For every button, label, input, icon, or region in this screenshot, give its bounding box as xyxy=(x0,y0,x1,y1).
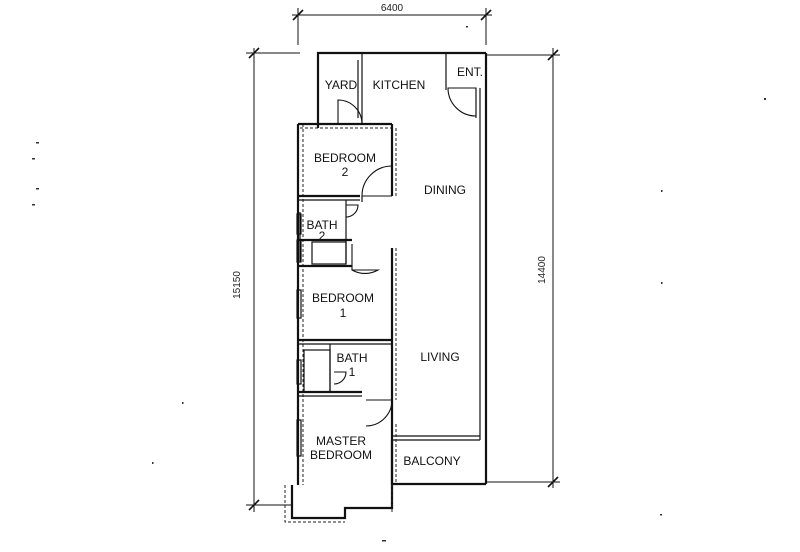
room-label-entrance: ENT. xyxy=(457,65,483,79)
room-label-yard: YARD xyxy=(325,78,358,92)
outer-walls xyxy=(284,51,488,523)
room-label-bedroom-2-line-2: 2 xyxy=(342,165,349,179)
room-label-balcony: BALCONY xyxy=(403,454,460,468)
room-label-bedroom-1-line-1: BEDROOM xyxy=(312,291,374,305)
bedroom-1-walls xyxy=(296,244,397,400)
dimension-left: 15150 xyxy=(232,47,300,512)
dimension-right: 14400 xyxy=(486,48,560,488)
master-bedroom-walls xyxy=(296,399,397,484)
bath-2-walls xyxy=(296,200,359,268)
room-label-kitchen: KITCHEN xyxy=(373,78,426,92)
dimension-top: 6400 xyxy=(292,3,492,45)
dimension-top-label: 6400 xyxy=(381,3,404,14)
room-label-master-bedroom-line-1: MASTER xyxy=(316,434,366,448)
dimension-right-label: 14400 xyxy=(537,256,548,284)
room-label-bedroom-1-line-2: 1 xyxy=(340,306,347,320)
room-label-bath-1-line-2: 1 xyxy=(349,365,356,379)
dimension-left-label: 15150 xyxy=(232,271,243,299)
room-label-bath-2-line-1: BATH xyxy=(306,218,337,232)
room-label-bath-1-line-1: BATH xyxy=(336,351,367,365)
room-label-bedroom-2-line-1: BEDROOM xyxy=(314,151,376,165)
room-label-master-bedroom-line-2: BEDROOM xyxy=(310,448,372,462)
bedroom-2-walls xyxy=(298,124,397,202)
scan-specks xyxy=(32,26,766,542)
bath-1-walls xyxy=(296,344,362,397)
room-label-dining: DINING xyxy=(424,183,466,197)
yard-kitchen-area xyxy=(298,53,477,129)
room-label-bath-2-line-2: 2 xyxy=(319,229,326,243)
room-label-living: LIVING xyxy=(420,350,459,364)
